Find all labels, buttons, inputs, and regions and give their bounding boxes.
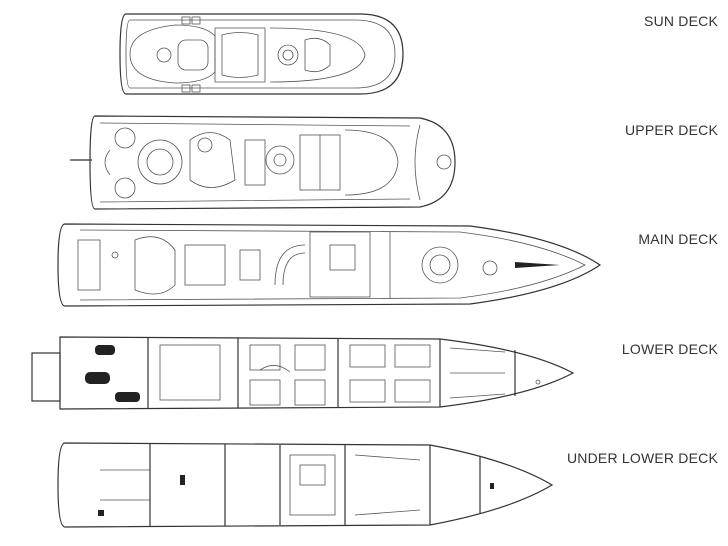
main-deck-plan <box>57 223 602 307</box>
deck-label-lower: LOWER DECK <box>621 341 718 357</box>
deck-label-upper: UPPER DECK <box>624 122 718 138</box>
sun-deck-plan <box>119 13 404 95</box>
deck-label-main: MAIN DECK <box>638 231 718 247</box>
lower-deck-plan <box>31 336 575 410</box>
under-lower-deck-plan <box>57 442 554 528</box>
deck-label-sun: SUN DECK <box>644 13 718 29</box>
deck-label-under-lower: UNDER LOWER DECK <box>567 450 718 466</box>
upper-deck-plan <box>70 115 456 210</box>
